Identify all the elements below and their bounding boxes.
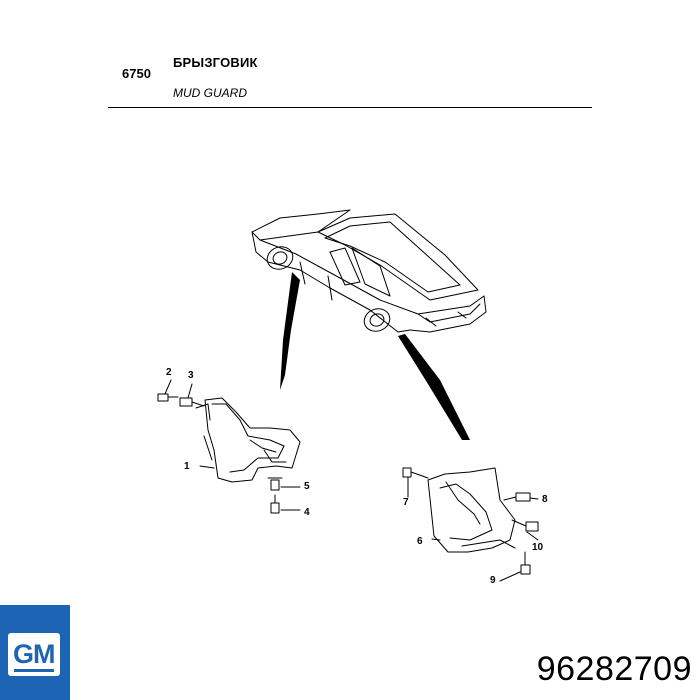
gm-logo-mark (8, 633, 60, 676)
callout-9: 9 (490, 575, 496, 586)
rear-leader (398, 334, 470, 440)
title-english: MUD GUARD (173, 86, 247, 100)
rear-mud-guard (402, 467, 539, 575)
gm-logo-text: GM (13, 639, 55, 669)
callout-5: 5 (304, 481, 310, 492)
title-russian: БРЫЗГОВИК (173, 55, 258, 70)
part-number: 96282709 (536, 650, 692, 688)
callout-1: 1 (184, 461, 190, 472)
callout-leaders (164, 379, 539, 582)
front-leader (280, 272, 300, 390)
callout-10: 10 (532, 542, 544, 553)
front-mud-guard (157, 393, 301, 514)
callout-2: 2 (166, 367, 172, 378)
header-divider (108, 107, 592, 108)
callout-3: 3 (188, 370, 194, 381)
gm-logo: GM (0, 605, 70, 700)
callout-7: 7 (403, 497, 409, 508)
gm-logo-underline (14, 669, 54, 672)
callout-8: 8 (542, 494, 548, 505)
car-illustration (251, 209, 487, 333)
callout-4: 4 (304, 507, 310, 518)
section-code: 6750 (122, 66, 151, 81)
callout-6: 6 (417, 536, 423, 547)
